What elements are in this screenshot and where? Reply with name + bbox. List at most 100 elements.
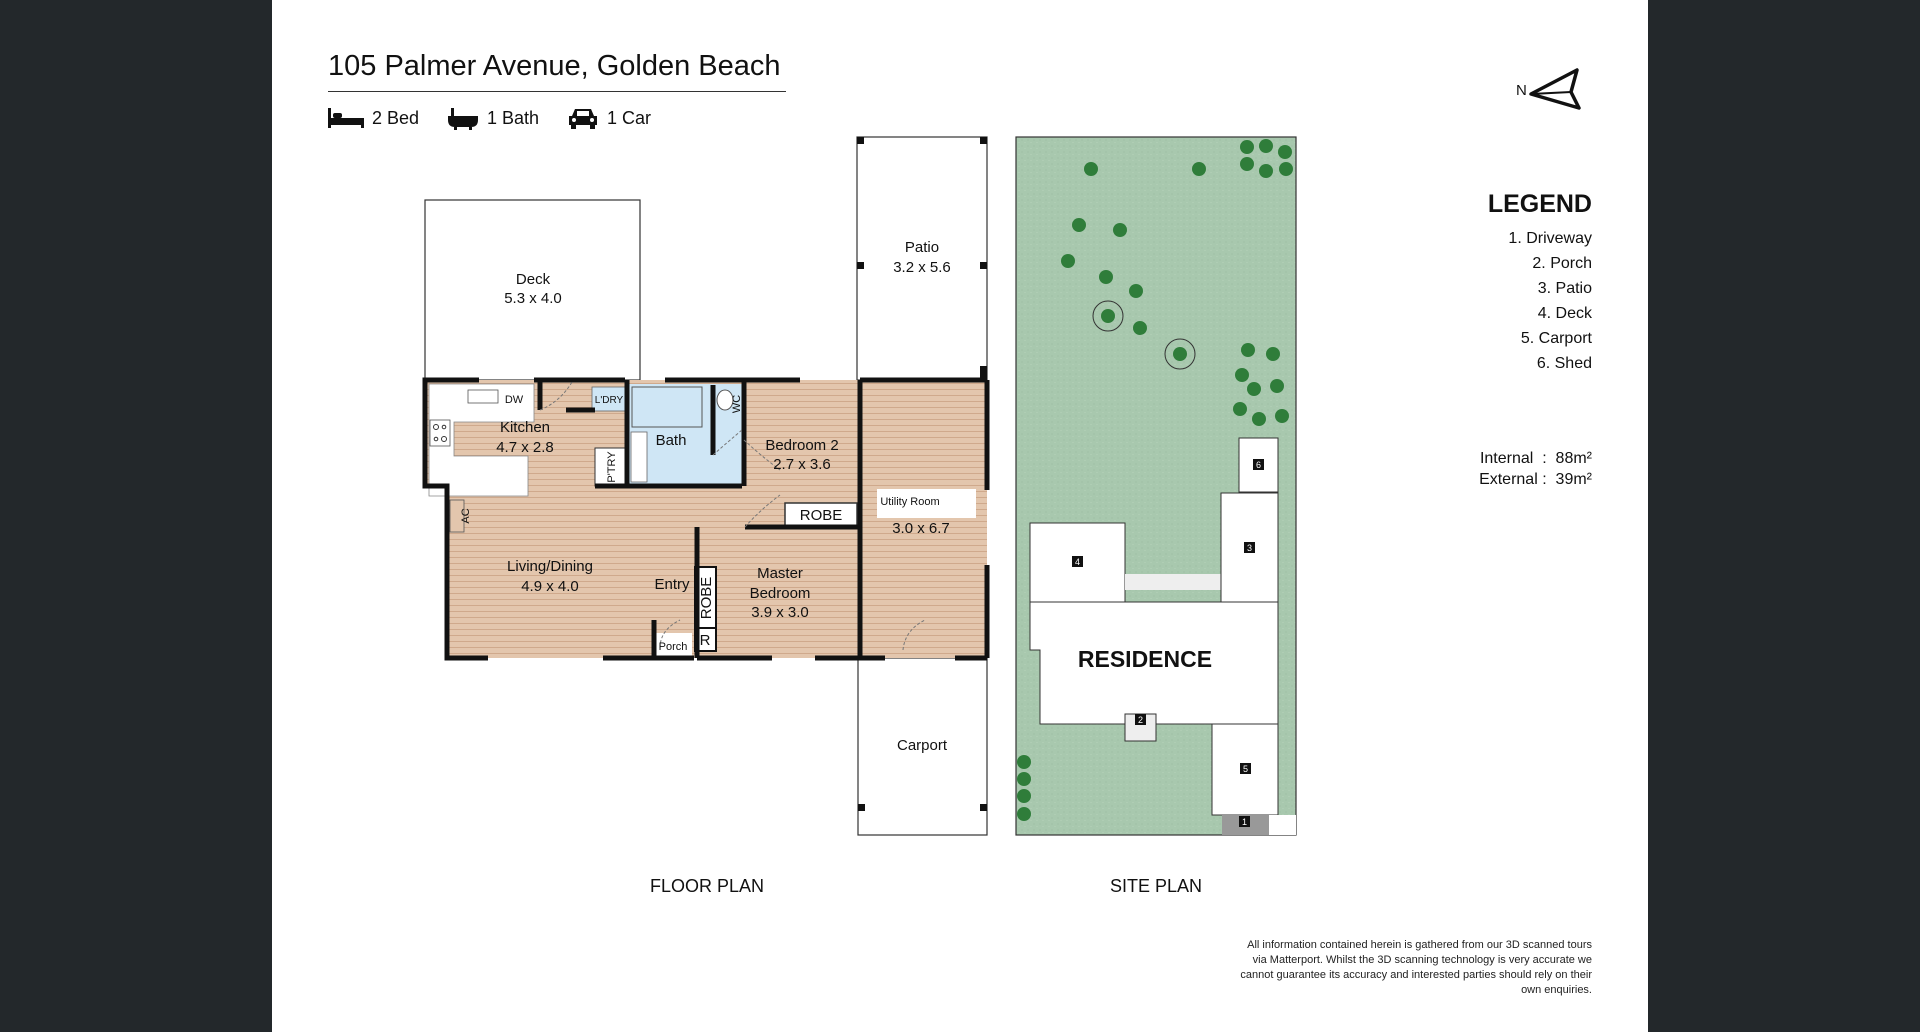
master-label-1: Master: [757, 565, 803, 582]
pantry-label: P'TRY: [606, 451, 618, 483]
legend-item: 2. Porch: [1532, 255, 1592, 272]
bed-count: 2 Bed: [372, 107, 420, 128]
dw-label: DW: [505, 394, 524, 406]
marker-3: 3: [1247, 543, 1252, 553]
ac-label: AC: [460, 508, 472, 523]
tree-icon: [1240, 157, 1254, 171]
patio-label: Patio: [905, 239, 939, 256]
bed-icon: [328, 108, 364, 128]
bath-count: 1 Bath: [487, 107, 540, 128]
utility-size: 3.0 x 6.7: [892, 520, 950, 537]
r-label: R: [700, 632, 711, 649]
tree-icon: [1192, 162, 1206, 176]
legend-title: LEGEND: [1487, 190, 1592, 218]
tree-icon: [1017, 789, 1031, 803]
legend-item: 6. Shed: [1536, 355, 1592, 372]
north-label: N: [1516, 81, 1527, 99]
carport-label: Carport: [897, 737, 948, 754]
marker-6: 6: [1256, 460, 1261, 470]
internal-area: Internal : 88m²: [1479, 450, 1592, 467]
laundry-label: L'DRY: [595, 395, 624, 406]
tree-icon: [1233, 402, 1247, 416]
tree-icon: [1099, 270, 1113, 284]
bedroom2-label: Bedroom 2: [765, 437, 838, 454]
cooktop: [429, 419, 451, 447]
site-plan-label: SITE PLAN: [1109, 876, 1203, 896]
tree-icon: [1101, 309, 1115, 323]
disclaimer: All information contained herein is gath…: [1240, 939, 1592, 996]
porch-label: Porch: [659, 641, 688, 653]
tree-icon: [1259, 164, 1273, 178]
master-robe-label: ROBE: [698, 577, 715, 620]
tree-icon: [1270, 379, 1284, 393]
robe-label: ROBE: [800, 507, 843, 524]
tree-icon: [1275, 409, 1289, 423]
page-title: 105 Palmer Avenue, Golden Beach: [328, 50, 781, 82]
bedroom2-size: 2.7 x 3.6: [773, 456, 831, 473]
house-floor: [425, 380, 987, 658]
tree-icon: [1252, 412, 1266, 426]
site-plan: RESIDENCE 1 2 3 4 5 6: [1015, 136, 1297, 836]
walls: [422, 377, 990, 661]
deck-size: 5.3 x 4.0: [504, 290, 562, 307]
tree-icon: [1259, 139, 1273, 153]
car-feature: 1 Car: [567, 106, 651, 130]
entry-label: Entry: [654, 576, 690, 593]
kitchen-size: 4.7 x 2.8: [496, 439, 554, 456]
path-strip: [1125, 574, 1221, 590]
living-size: 4.9 x 4.0: [521, 578, 579, 595]
tree-icon: [1133, 321, 1147, 335]
bath-icon: [448, 108, 478, 130]
master-size: 3.9 x 3.0: [751, 604, 809, 621]
wc-label: WC: [731, 395, 743, 413]
utility-label: Utility Room: [880, 496, 939, 508]
carport-area: [857, 657, 988, 836]
master-label-2: Bedroom: [750, 585, 811, 602]
kitchen-counters: [428, 383, 535, 497]
marker-4: 4: [1075, 557, 1080, 567]
kitchen-label: Kitchen: [500, 419, 550, 436]
tree-icon: [1241, 343, 1255, 357]
tree-icon: [1247, 382, 1261, 396]
marker-2: 2: [1138, 715, 1143, 725]
residence-label: RESIDENCE: [1078, 646, 1212, 672]
legend-item: 1. Driveway: [1508, 230, 1592, 247]
tree-icon: [1235, 368, 1249, 382]
bath-label: Bath: [656, 432, 687, 449]
bed-feature: 2 Bed: [328, 106, 419, 130]
trees: [1017, 139, 1293, 821]
car-count: 1 Car: [607, 107, 652, 128]
floor-plan-label: FLOOR PLAN: [649, 876, 765, 896]
tree-icon: [1278, 145, 1292, 159]
tree-icon: [1017, 772, 1031, 786]
deck-area: [424, 199, 641, 381]
marker-5: 5: [1243, 764, 1248, 774]
legend-item: 3. Patio: [1537, 280, 1592, 297]
tree-icon: [1017, 755, 1031, 769]
tree-icon: [1061, 254, 1075, 268]
tree-icon: [1173, 347, 1187, 361]
tree-icon: [1084, 162, 1098, 176]
external-area: External : 39m²: [1479, 471, 1592, 488]
title-underline: [328, 91, 786, 92]
laundry-area: [591, 386, 627, 412]
legend-item: 5. Carport: [1520, 330, 1592, 347]
basin: [630, 431, 648, 483]
kitchen-sink: [467, 389, 499, 404]
residence-block: [1029, 601, 1279, 725]
bath-feature: 1 Bath: [447, 106, 539, 130]
tree-icon: [1072, 218, 1086, 232]
tree-icon: [1129, 284, 1143, 298]
marker-1: 1: [1242, 817, 1247, 827]
tree-icon: [1240, 140, 1254, 154]
tree-icon: [1279, 162, 1293, 176]
bathtub: [631, 386, 703, 428]
legend-item: 4. Deck: [1537, 305, 1592, 322]
tree-icon: [1017, 807, 1031, 821]
car-icon: [569, 109, 597, 129]
living-label: Living/Dining: [507, 558, 593, 575]
patio-size: 3.2 x 5.6: [893, 259, 951, 276]
tree-icon: [1113, 223, 1127, 237]
floor-plan: Deck 5.3 x 4.0 Patio 3.2 x 5.6 Kitchen 4…: [422, 136, 990, 836]
